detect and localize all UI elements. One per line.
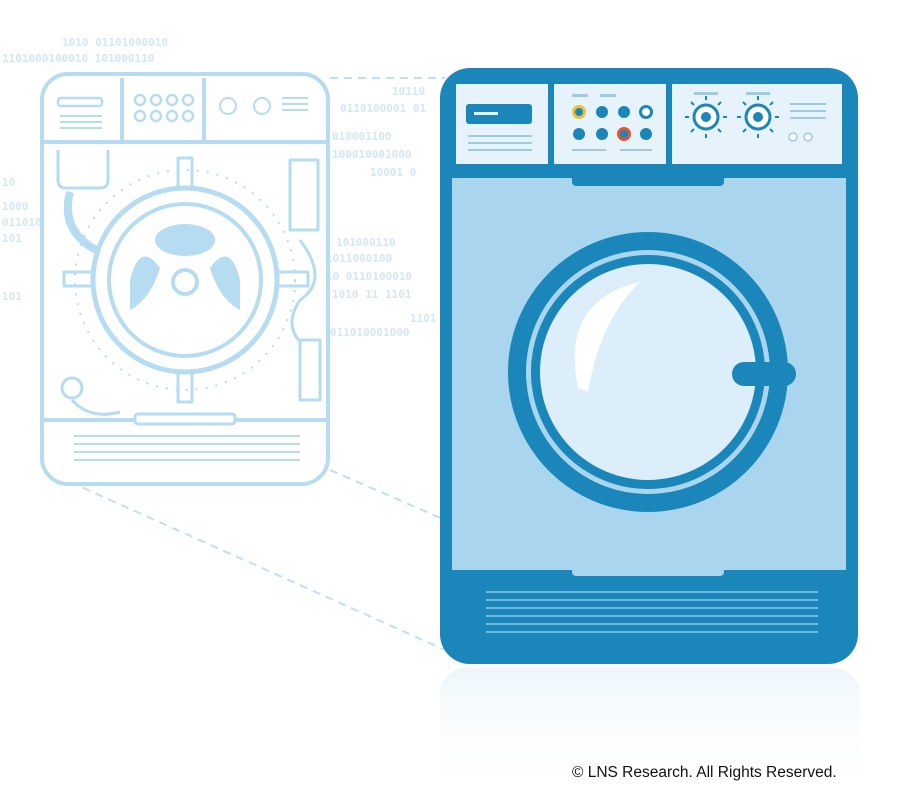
program-button[interactable] <box>640 128 652 140</box>
binary-row: 101 <box>2 290 22 303</box>
base-vents <box>486 591 818 633</box>
program-button[interactable] <box>573 128 585 140</box>
binary-row: 10001 0 <box>370 166 416 179</box>
binary-row: 010001100 <box>332 130 392 143</box>
binary-code-background: 1010 01101000010 1101000100010 101000110… <box>2 36 437 339</box>
binary-row: 0110100001 01 <box>340 102 426 115</box>
status-light <box>788 132 798 142</box>
glass-reflection <box>574 282 640 392</box>
spin-dial[interactable] <box>737 96 779 138</box>
program-button[interactable] <box>596 106 608 118</box>
binary-row: 1000 <box>2 200 29 213</box>
display-screen <box>466 104 532 124</box>
status-light <box>803 132 813 142</box>
connector-lines <box>69 77 446 651</box>
binary-row: 1011000100 <box>326 252 392 265</box>
binary-row: 1101000100010 101000110 <box>2 52 154 65</box>
top-latch <box>572 174 724 186</box>
binary-row: 10110 <box>392 85 425 98</box>
binary-row: 1010 11 1101 <box>332 288 412 301</box>
control-panel <box>456 84 842 164</box>
binary-row: 1010 01101000010 <box>62 36 168 49</box>
washing-machine <box>440 68 858 664</box>
binary-row: 011010001000 <box>330 326 409 339</box>
program-button[interactable] <box>596 128 608 140</box>
binary-row: 100010001000 <box>332 148 411 161</box>
temperature-dial[interactable] <box>685 96 727 138</box>
binary-row: 101000110 <box>336 236 396 249</box>
binary-row: 1101 <box>410 312 437 325</box>
program-buttons <box>572 94 653 151</box>
bottom-latch <box>572 564 724 576</box>
binary-row: 101 <box>2 232 22 245</box>
blueprint-washing-machine <box>40 72 330 486</box>
dials <box>685 92 826 142</box>
binary-row: 10 0110100010 <box>326 270 412 283</box>
porthole-door[interactable] <box>508 232 796 512</box>
machine-reflection <box>440 668 860 800</box>
door-handle[interactable] <box>732 362 796 386</box>
copyright-notice: © LNS Research. All Rights Reserved. <box>572 764 837 781</box>
program-button[interactable] <box>618 106 630 118</box>
binary-row: 10 <box>2 176 15 189</box>
door-glass <box>540 264 756 480</box>
